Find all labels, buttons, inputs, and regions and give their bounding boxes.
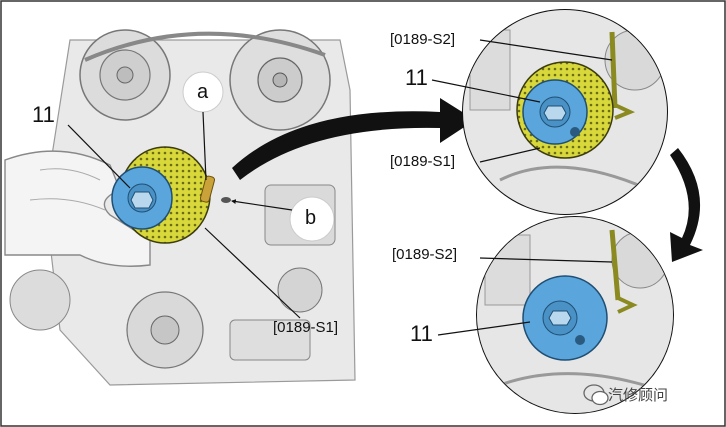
callout-b-leader [231,199,293,211]
curved-arrow-to-detail-top [232,98,475,180]
detail-top-11-label: 11 [405,65,428,90]
callout-b-circle [289,196,335,242]
detail-bottom-view [476,216,674,414]
detail-top-s1-leader [479,147,541,163]
detail-bottom-11-leader [437,321,531,336]
component-11-leader-main [67,124,131,189]
detail-bottom-11-label: 11 [410,321,433,346]
tool-s1-label-main: [0189-S1] [273,319,339,336]
curved-arrow-to-detail-bottom [670,148,703,262]
engine-main-view [4,29,356,386]
callout-a-label: a [197,81,209,103]
detail-top-s2-leader [479,39,613,61]
wechat-logo-icon [583,384,609,406]
detail-top-s1-label: [0189-S1] [390,153,456,170]
detail-top-11-leader [431,79,541,103]
callout-a-leader [202,111,207,181]
detail-top-s2-label: [0189-S2] [390,31,456,48]
callout-11-main: 11 [32,102,55,127]
callout-b-label: b [305,207,317,229]
detail-bottom-s2-leader [479,257,613,263]
detail-top-view [462,9,668,215]
detail-bottom-s2-label: [0189-S2] [392,246,458,263]
watermark-text: 汽修顾问 [608,386,669,404]
tool-s1-leader-main [204,227,301,319]
